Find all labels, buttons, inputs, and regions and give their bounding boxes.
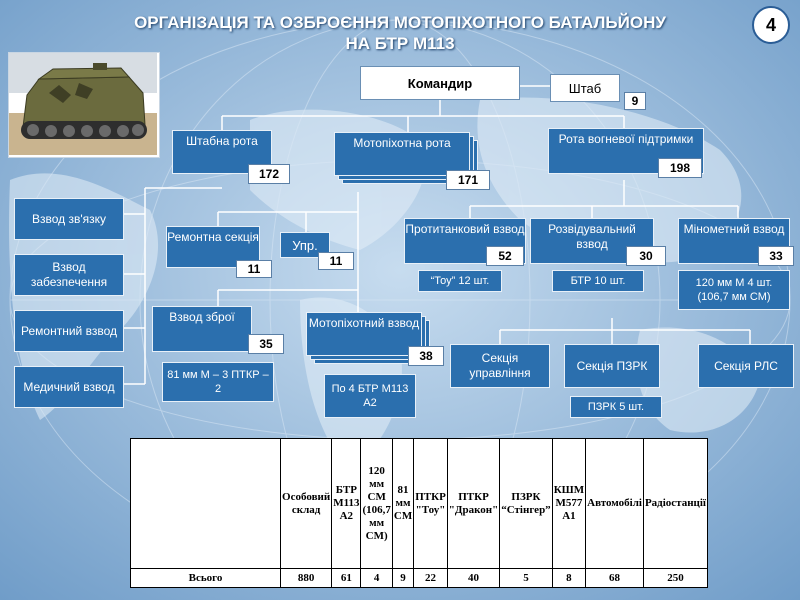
motor-rifle-platoon-count: 38 (408, 346, 444, 366)
medical-platoon-label: Медичний взвод (23, 379, 115, 394)
supply-platoon-label: Взвод забезпечення (30, 260, 108, 289)
medical-platoon-box: Медичний взвод (14, 366, 124, 408)
table-header-row: Особовий склад БТР М113 А2 120 мм СМ (10… (129, 438, 709, 569)
table-cell: 61 (331, 568, 362, 588)
sam-section-label: Секція ПЗРК (576, 358, 648, 373)
recon-platoon-label: Розвідувальний взвод (548, 222, 636, 251)
repair-platoon-label: Ремонтний взвод (21, 323, 117, 338)
table-cell: 4 (360, 568, 393, 588)
equipment-summary-table: Особовий склад БТР М113 А2 120 мм СМ (10… (129, 438, 709, 588)
antitank-platoon-label: Протитанковий взвод (405, 222, 525, 236)
antitank-platoon-count: 52 (486, 246, 524, 266)
supply-platoon-box: Взвод забезпечення (14, 254, 124, 296)
command-label: Упр. (292, 237, 318, 253)
table-cell: 68 (585, 568, 644, 588)
table-cell: 22 (413, 568, 448, 588)
table-header-cell: Особовий склад (280, 438, 333, 569)
motor-rifle-platoon-box: Мотопіхотний взвод (306, 312, 422, 356)
hq-company-label: Штабна рота (186, 134, 258, 148)
recon-platoon-count: 30 (626, 246, 666, 266)
radar-section-label: Секція РЛС (714, 358, 778, 373)
recon-platoon-note: БТР 10 шт. (552, 270, 644, 292)
table-cell: 250 (642, 568, 709, 588)
table-cell: 40 (446, 568, 501, 588)
table-row: Всього 880 61 4 9 22 40 5 8 68 250 (129, 568, 709, 588)
weapons-platoon-box: Взвод зброї (152, 306, 252, 352)
table-cell: 5 (499, 568, 553, 588)
apc-m113-picture (8, 52, 160, 158)
repair-section-label: Ремонтна секція (167, 230, 259, 244)
comm-platoon-box: Взвод зв'язку (14, 198, 124, 240)
table-header-cell: БТР М113 А2 (331, 438, 362, 569)
table-header-cell: ПТКР "Тоу" (413, 438, 448, 569)
hq-company-count: 172 (248, 164, 290, 184)
staff-label: Штаб (568, 80, 602, 96)
table-header-cell: ПЗРК “Стінгер” (499, 438, 553, 569)
weapons-platoon-note: 81 мм М – 3 ПТКР – 2 (162, 362, 274, 402)
staff-count: 9 (624, 92, 646, 110)
control-section-box: Секція управління (450, 344, 550, 388)
command-count: 11 (318, 252, 354, 270)
apc-icon (9, 53, 157, 155)
commander-box: Командир (360, 66, 520, 100)
weapons-platoon-label: Взвод зброї (169, 310, 235, 324)
table-cell: 8 (551, 568, 587, 588)
motor-rifle-company-count: 171 (446, 170, 490, 190)
table-row-label: Всього (129, 568, 282, 588)
repair-platoon-box: Ремонтний взвод (14, 310, 124, 352)
motor-rifle-company-box: Мотопіхотна рота (334, 132, 470, 176)
table-cell: 9 (391, 568, 415, 588)
motor-rifle-platoon-label: Мотопіхотний взвод (308, 316, 420, 330)
page-number-badge: 4 (752, 6, 790, 44)
radar-section-box: Секція РЛС (698, 344, 794, 388)
staff-box: Штаб (550, 74, 620, 102)
motor-rifle-company-label: Мотопіхотна рота (353, 136, 451, 150)
table-header-cell: 120 мм СМ (106,7 мм СМ) (360, 438, 393, 569)
fire-support-company-label: Рота вогневої підтримки (558, 132, 694, 146)
title-line-1: ОРГАНІЗАЦІЯ ТА ОЗБРОЄННЯ МОТОПІХОТНОГО Б… (134, 13, 666, 32)
fire-support-company-count: 198 (658, 158, 702, 178)
table-header-cell: Автомобілі (585, 438, 644, 569)
table-header-cell: 81 мм СМ (391, 438, 415, 569)
sam-section-note: ПЗРК 5 шт. (570, 396, 662, 418)
title-line-2: НА БТР М113 (345, 34, 455, 53)
mortar-platoon-label: Мінометний взвод (683, 222, 785, 236)
comm-platoon-label: Взвод зв'язку (31, 211, 107, 226)
table-header-cell: Радіостанції (642, 438, 709, 569)
repair-section-box: Ремонтна секція (166, 226, 260, 268)
commander-label: Командир (407, 75, 473, 91)
mortar-platoon-count: 33 (758, 246, 794, 266)
control-section-label: Секція управління (469, 351, 531, 380)
mortar-platoon-note: 120 мм М 4 шт. (106,7 мм СМ) (678, 270, 790, 310)
table-header-cell: КШМ М577 А1 (551, 438, 587, 569)
table-corner-cell (129, 438, 282, 569)
slide-title: ОРГАНІЗАЦІЯ ТА ОЗБРОЄННЯ МОТОПІХОТНОГО Б… (90, 12, 710, 54)
sam-section-box: Секція ПЗРК (564, 344, 660, 388)
motor-rifle-platoon-note: По 4 БТР М113 А2 (324, 374, 416, 418)
weapons-platoon-count: 35 (248, 334, 284, 354)
table-cell: 880 (280, 568, 333, 588)
antitank-platoon-note: “Тоу” 12 шт. (418, 270, 502, 292)
table-header-cell: ПТКР "Дракон" (446, 438, 501, 569)
repair-section-count: 11 (236, 260, 272, 278)
